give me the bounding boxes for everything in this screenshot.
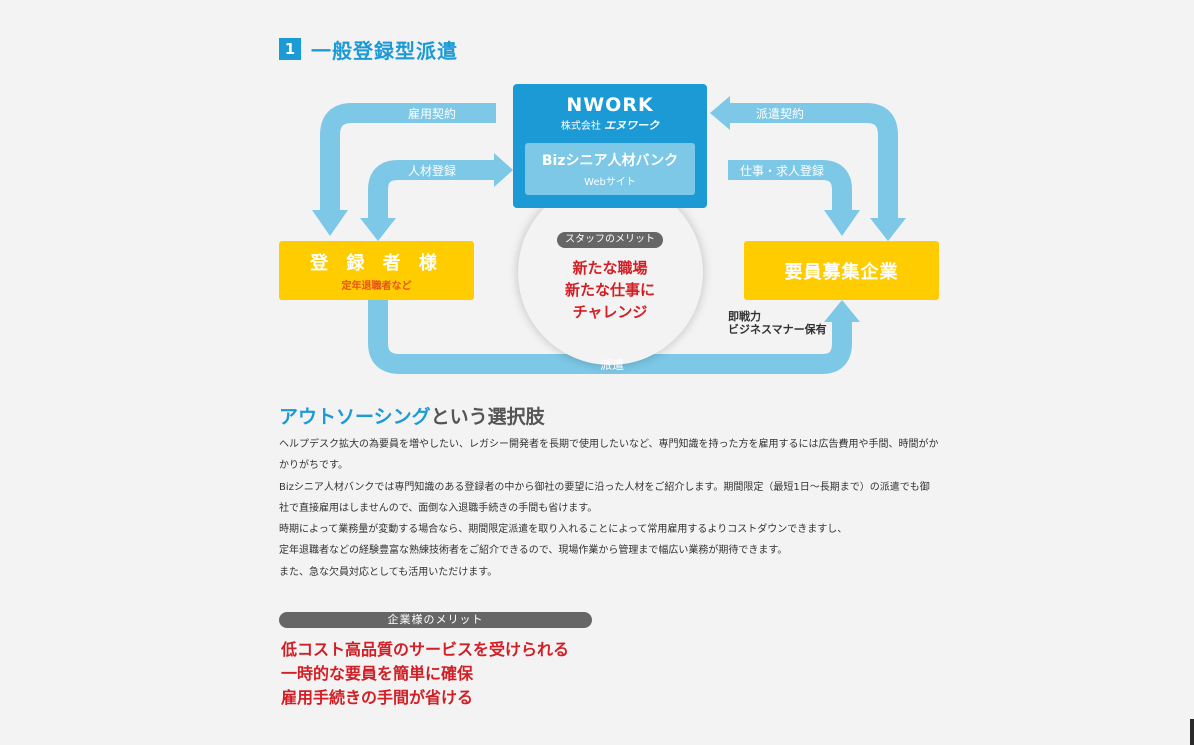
- outsourcing-paragraph-3: 時期によって業務量が変動する場合なら、期間限定派遣を取り入れることによって常用雇…: [279, 524, 848, 536]
- outsourcing-paragraph-1: ヘルプデスク拡大の為要員を増やしたい、レガシー開発者を長期で使用したいなど、専門…: [279, 439, 939, 472]
- arrowhead-employment-contract: [312, 210, 348, 236]
- section-number: 1: [279, 38, 301, 60]
- section-title: 一般登録型派遣: [311, 38, 458, 63]
- staff-merit-label: スタッフのメリット: [557, 232, 663, 248]
- label-dispatch: 派遣: [600, 358, 625, 372]
- outsourcing-body: ヘルプデスク拡大の為要員を増やしたい、レガシー開発者を長期で使用したいなど、専門…: [279, 434, 939, 583]
- staff-merit-3: チャレンジ: [572, 303, 648, 321]
- company-title: 要員募集企業: [784, 261, 899, 283]
- service-sub: Webサイト: [584, 177, 636, 188]
- label-talent-registration: 人材登録: [408, 164, 457, 178]
- company-name-text: エヌワーク: [604, 119, 660, 132]
- company-name: 株式会社 エヌワーク: [513, 117, 707, 133]
- corporate-merit-2: 一時的な要員を簡単に確保: [281, 664, 474, 683]
- nwork-box: NWORK 株式会社 エヌワーク Bizシニア人材バンク Webサイト: [513, 84, 707, 208]
- company-note-2: ビジネスマナー保有: [728, 323, 827, 336]
- arrow-talent-registration: [368, 160, 496, 218]
- arrow-job-registration: [728, 160, 852, 210]
- company-note-1: 即戦力: [728, 310, 761, 323]
- arrowhead-dispatch-contract-tail: [870, 218, 906, 241]
- nwork-logo: NWORK: [566, 94, 654, 116]
- arrowhead-talent-registration: [494, 153, 513, 187]
- corporate-merits: 低コスト高品質のサービスを受けられる 一時的な要員を簡単に確保 雇用手続きの手間…: [281, 638, 569, 710]
- staff-merit-2: 新たな仕事に: [564, 281, 655, 299]
- staff-merit-circle: [518, 180, 703, 365]
- service-box: Bizシニア人材バンク Webサイト: [525, 143, 695, 195]
- arrow-dispatch-contract: [728, 103, 898, 218]
- arrowhead-talent-registration-tail: [360, 218, 396, 241]
- label-job-registration: 仕事・求人登録: [740, 164, 825, 178]
- section-heading: 1 一般登録型派遣: [279, 37, 458, 63]
- label-employment-contract: 雇用契約: [408, 107, 457, 121]
- scrollbar-thumb[interactable]: [1190, 719, 1194, 745]
- outsourcing-title: アウトソーシングという選択肢: [279, 402, 545, 429]
- arrow-employment-contract: [320, 103, 496, 210]
- outsourcing-title-rest: という選択肢: [430, 406, 545, 428]
- service-name: Bizシニア人材バンク: [541, 153, 679, 169]
- registrant-title: 登 録 者 様: [310, 253, 443, 274]
- company-box: 要員募集企業: [744, 241, 939, 300]
- corporate-merit-label: 企業様のメリット: [279, 612, 592, 628]
- corporate-merit-3: 雇用手続きの手間が省ける: [281, 688, 474, 707]
- outsourcing-title-highlight: アウトソーシング: [279, 406, 431, 428]
- company-prefix: 株式会社: [560, 121, 601, 132]
- registrant-box: 登 録 者 様 定年退職者など: [279, 241, 474, 300]
- arrowhead-job-registration: [824, 210, 860, 236]
- outsourcing-paragraph-2: Bizシニア人材バンクでは専門知識のある登録者の中から御社の要望に沿った人材をご…: [279, 481, 930, 514]
- staff-merit-1: 新たな職場: [572, 259, 648, 277]
- arrowhead-dispatch-contract: [710, 96, 730, 130]
- outsourcing-paragraph-5: また、急な欠員対応としても活用いただけます。: [279, 566, 498, 578]
- registrant-subtitle: 定年退職者など: [341, 281, 412, 292]
- outsourcing-paragraph-4: 定年退職者などの経験豊富な熟練技術者をご紹介できるので、現場作業から管理まで幅広…: [279, 545, 788, 557]
- label-dispatch-contract: 派遣契約: [756, 107, 805, 121]
- staff-merits: 新たな職場 新たな仕事に チャレンジ: [530, 257, 690, 323]
- corporate-merit-1: 低コスト高品質のサービスを受けられる: [281, 640, 570, 659]
- arrowhead-dispatch: [824, 300, 860, 322]
